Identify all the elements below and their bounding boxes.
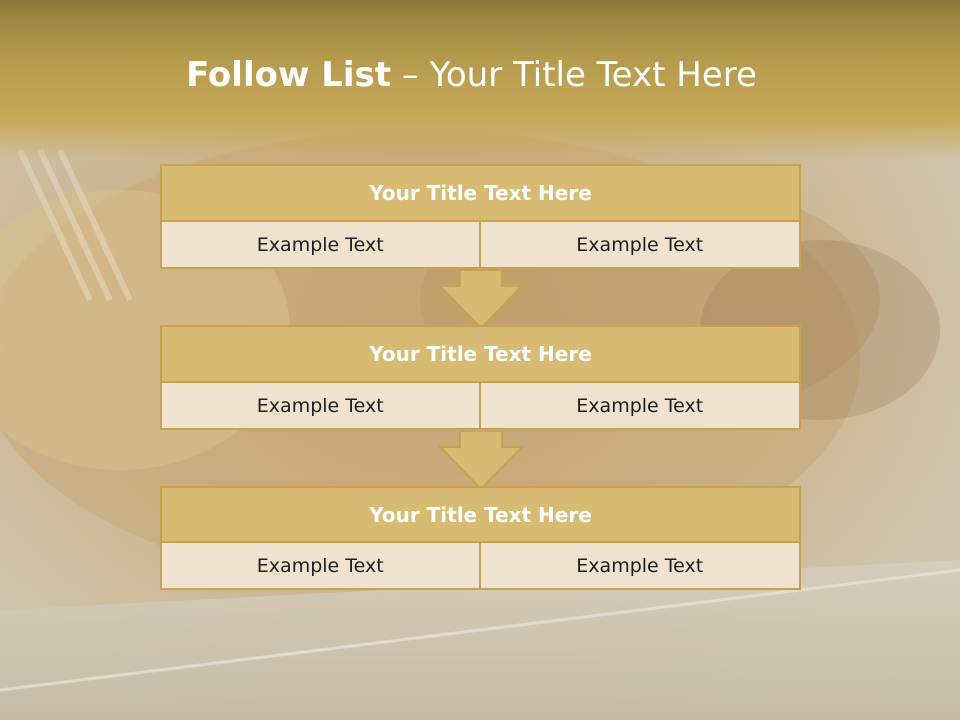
block-cell-left: Example Text (160, 220, 481, 269)
list-block-1: Your Title Text Here Example Text Exampl… (160, 164, 801, 269)
block-cell-right: Example Text (478, 381, 801, 430)
block-row: Example Text Example Text (160, 381, 801, 430)
slide-title-bold: Follow List (186, 55, 392, 95)
block-row: Example Text Example Text (160, 220, 801, 269)
block-cell-right: Example Text (478, 541, 801, 590)
slide-title: Follow List – Your Title Text Here (0, 52, 943, 98)
arrow-down-icon (438, 270, 524, 330)
list-block-3: Your Title Text Here Example Text Exampl… (160, 486, 801, 590)
block-cell-right: Example Text (478, 220, 801, 269)
block-row: Example Text Example Text (160, 541, 801, 590)
block-cell-left: Example Text (160, 541, 481, 590)
arrow-down-icon (438, 431, 524, 491)
block-title: Your Title Text Here (160, 325, 801, 383)
header-band (0, 0, 960, 160)
slide-title-rest: – Your Title Text Here (391, 55, 757, 95)
block-title: Your Title Text Here (160, 486, 801, 543)
block-title: Your Title Text Here (160, 164, 801, 222)
list-block-2: Your Title Text Here Example Text Exampl… (160, 325, 801, 430)
block-cell-left: Example Text (160, 381, 481, 430)
